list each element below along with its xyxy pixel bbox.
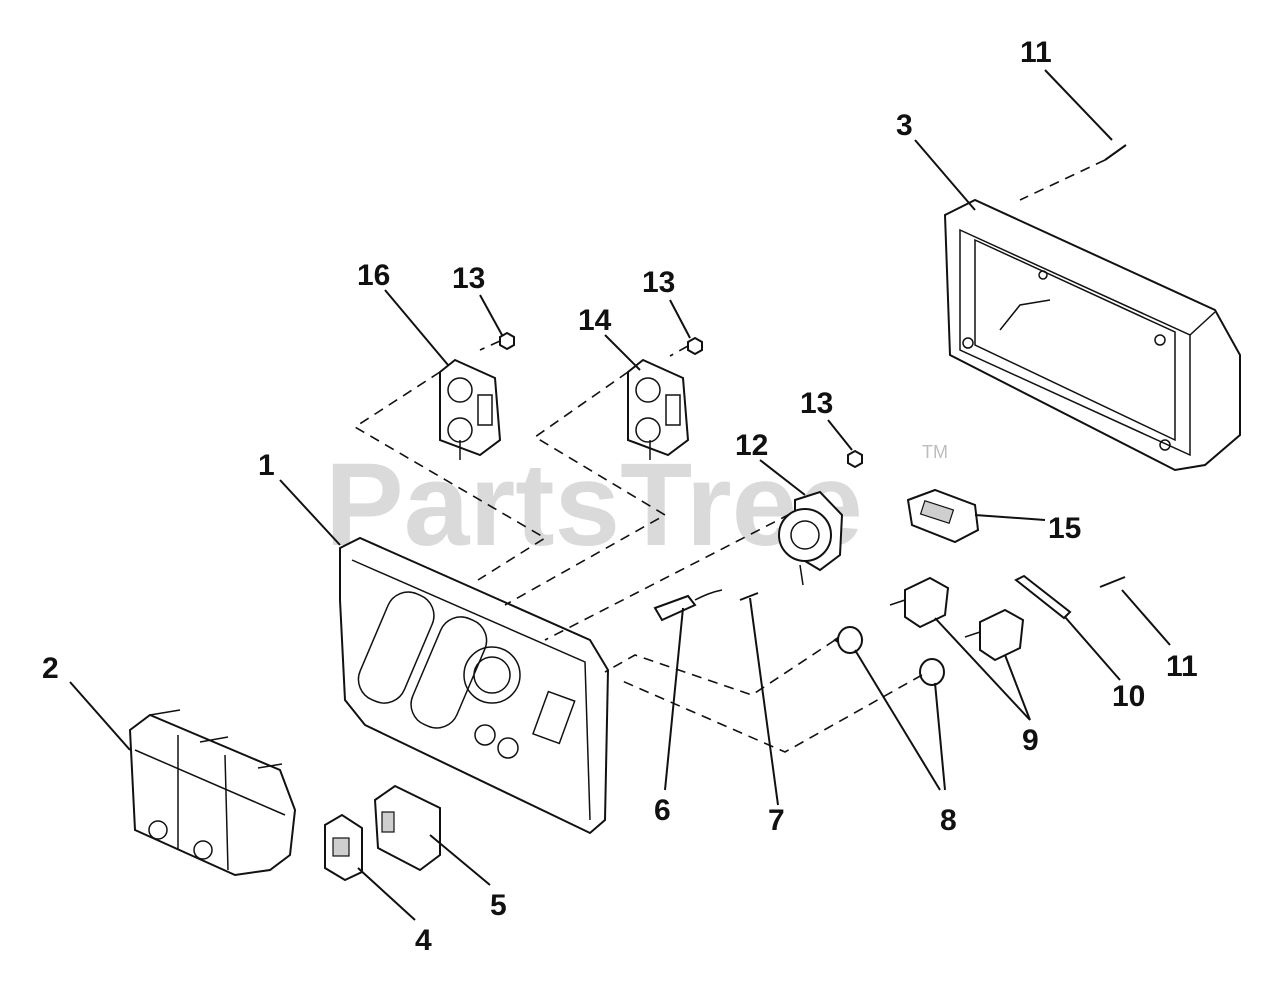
part-control-panel [339, 536, 610, 835]
callout-numbers: 1 2 3 4 5 6 7 8 9 10 11 11 12 13 13 13 1… [42, 36, 1198, 957]
part-knob-8 [833, 626, 945, 686]
part-lamp-6 [653, 589, 723, 622]
part-switch-5 [373, 784, 441, 872]
part-nut-13 [479, 331, 863, 469]
part-housing-box [943, 198, 1241, 472]
callout-12: 12 [735, 429, 768, 462]
assembly-lines [353, 159, 1106, 753]
callout-15: 15 [1048, 512, 1081, 545]
watermark-text: PartsTree [325, 439, 863, 571]
callout-11-right: 11 [1166, 650, 1198, 683]
callout-8: 8 [940, 804, 957, 837]
part-switch-4 [324, 813, 363, 882]
part-strip-10 [1014, 574, 1072, 620]
leader-lines [69, 69, 1171, 921]
callout-10: 10 [1112, 680, 1145, 713]
part-receptacle-14 [627, 358, 690, 460]
callout-7: 7 [768, 804, 785, 837]
callout-11-top: 11 [1020, 36, 1052, 69]
part-cover [128, 709, 297, 877]
callout-2: 2 [42, 652, 59, 685]
callout-13-right: 13 [800, 387, 833, 420]
callout-9: 9 [1022, 724, 1039, 757]
callout-6: 6 [654, 794, 671, 827]
callout-1: 1 [258, 449, 275, 482]
watermark-trademark: TM [922, 442, 948, 462]
callout-13-mid: 13 [642, 266, 675, 299]
callout-16: 16 [357, 259, 390, 292]
callout-5: 5 [490, 889, 507, 922]
part-screw-7 [739, 592, 759, 601]
part-receptacle-16 [439, 358, 502, 460]
callout-14: 14 [578, 304, 612, 337]
part-screw-11 [1099, 144, 1127, 588]
part-switch-15 [906, 488, 980, 544]
callout-3: 3 [896, 109, 913, 142]
part-breaker-9 [889, 576, 1025, 662]
part-twist-lock-12 [778, 490, 844, 586]
callout-4: 4 [415, 924, 432, 957]
callout-13-left: 13 [452, 262, 485, 295]
